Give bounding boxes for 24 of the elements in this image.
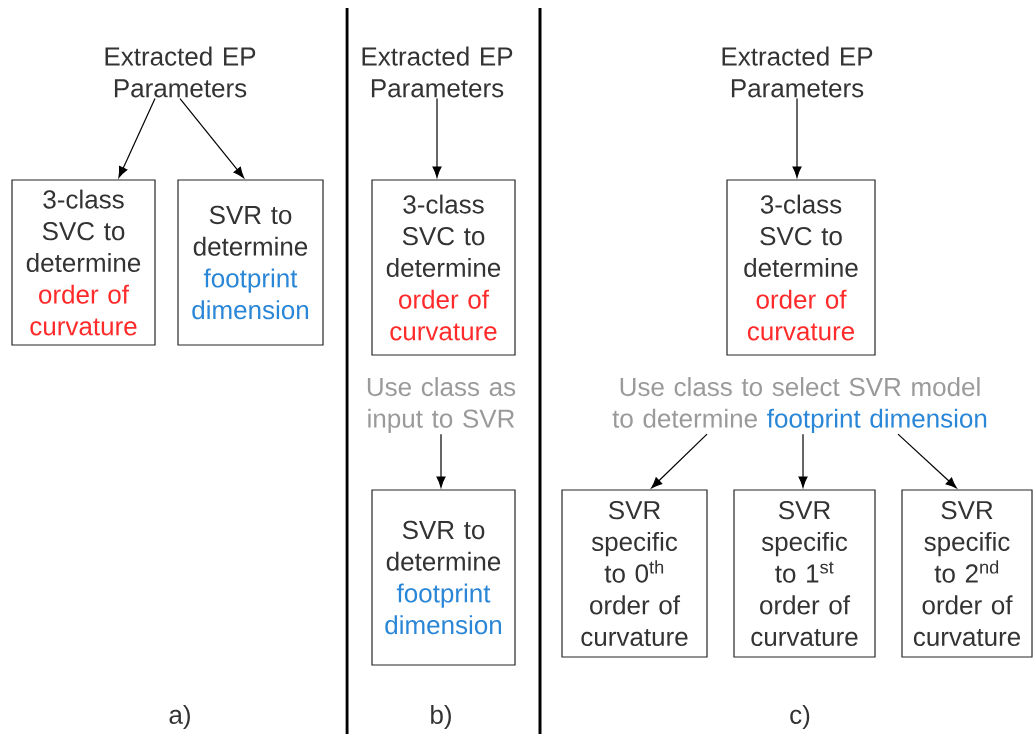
arrow <box>651 433 708 489</box>
process-box: 3-class SVC to determine order of curvature <box>726 179 876 356</box>
arrow <box>792 98 802 178</box>
arrow <box>179 98 245 179</box>
process-box: SVR to determine footprint dimension <box>177 179 324 346</box>
panel-label: a) <box>169 704 190 730</box>
input-label: Extracted EP Parameters <box>722 46 873 98</box>
process-box: SVR specific to 2$^{nd}$ order of curvature <box>901 489 1033 658</box>
process-box: SVR specific to 1$^{st}$ order of curvature <box>733 489 876 658</box>
process-box: 3-class SVC to determine order of curvature <box>11 179 156 346</box>
arrow <box>798 433 808 488</box>
note-text: Use class as input to SVR <box>367 377 516 433</box>
note-text: Use class to select SVR model to determine footprint dimension <box>612 377 987 433</box>
panel-label: b) <box>431 704 451 730</box>
process-box: SVR to determine footprint dimension <box>371 489 516 666</box>
input-label: Extracted EP Parameters <box>105 46 256 98</box>
arrow <box>118 98 156 178</box>
arrow <box>436 433 446 488</box>
arrow <box>897 433 957 489</box>
arrow <box>432 98 442 178</box>
input-label: Extracted EP Parameters <box>362 46 513 98</box>
panel-label: c) <box>790 704 810 730</box>
process-box: 3-class SVC to determine order of curvature <box>371 179 516 356</box>
process-box: SVR specific to 0$^{th}$ order of curvature <box>561 489 708 658</box>
